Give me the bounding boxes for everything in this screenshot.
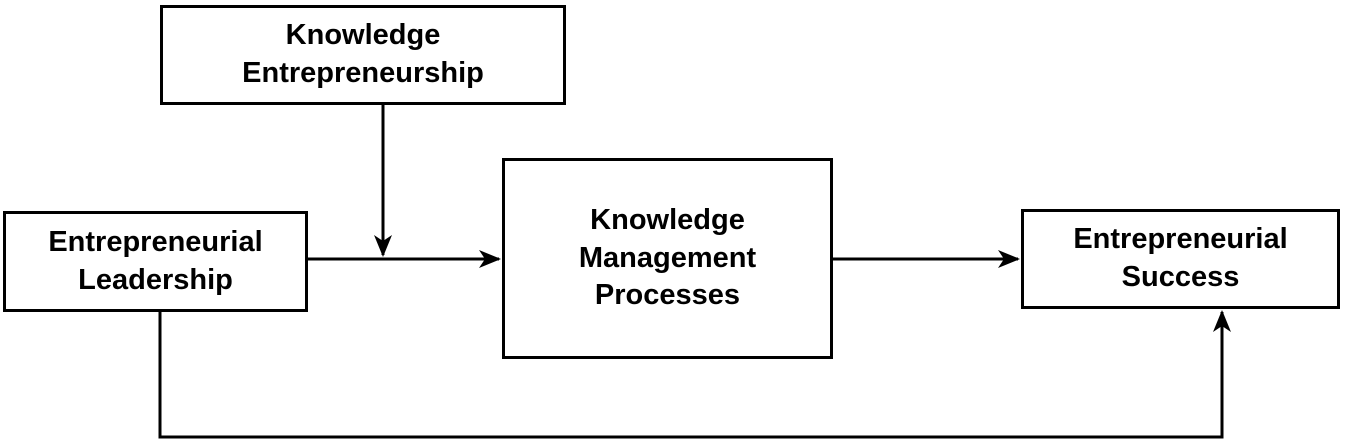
node-knowledge-management-processes-label: Knowledge Management Processes [578, 203, 757, 312]
node-entrepreneurial-success-label: Entrepreneurial Success [1073, 223, 1288, 293]
node-entrepreneurial-leadership-label: Entrepreneurial Leadership [48, 225, 263, 296]
node-entrepreneurial-success: Entrepreneurial Success [1021, 209, 1340, 309]
node-knowledge-management-processes: Knowledge Management Processes [502, 158, 833, 359]
arrow-leadership-to-success-bottom [158, 310, 1231, 439]
node-entrepreneurial-leadership: Entrepreneurial Leadership [3, 211, 308, 312]
node-knowledge-entrepreneurship: Knowledge Entrepreneurship [160, 5, 566, 105]
node-knowledge-entrepreneurship-label: Knowledge Entrepreneurship [242, 19, 484, 89]
